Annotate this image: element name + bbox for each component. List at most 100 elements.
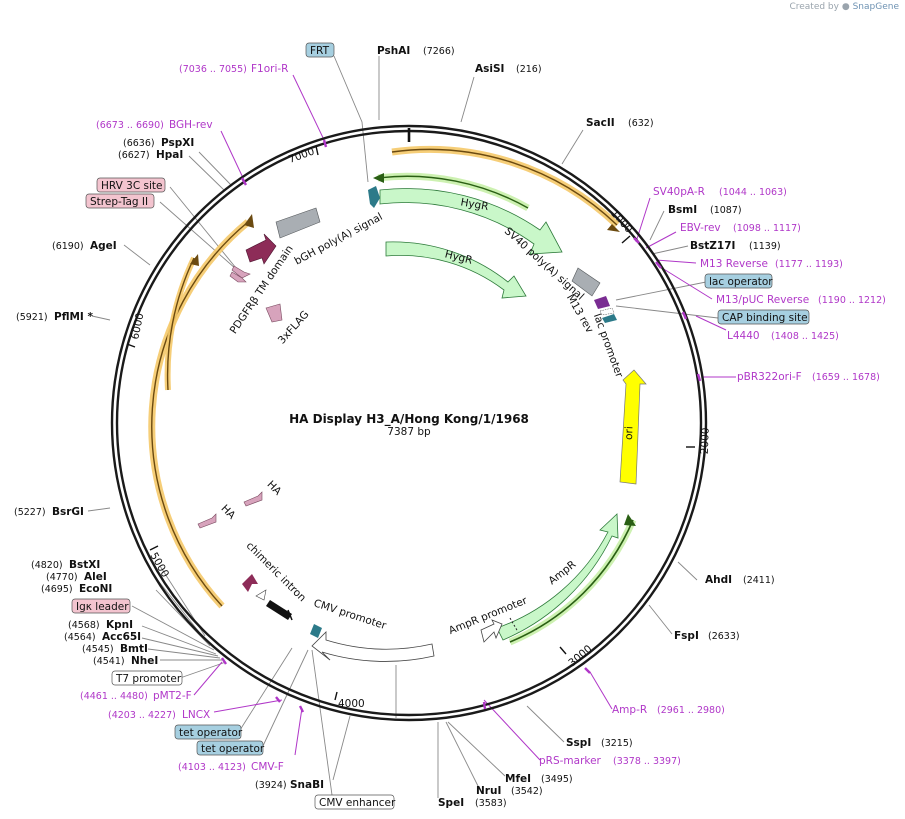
ampr-promoter-feature <box>480 619 503 643</box>
hygr-label-outer: HygR <box>460 196 490 213</box>
primer-amp-r: Amp-R <box>612 704 647 716</box>
primer-bgh-rev: BGH-rev <box>169 119 213 131</box>
site-mfei-pos: (3495) <box>541 774 573 785</box>
snapgene-logo-icon: ● <box>841 2 850 12</box>
cmv-promoter-feature <box>310 624 435 662</box>
site-bmti: BmtI <box>120 643 148 655</box>
plasmid-name: HA Display H3_A/Hong Kong/1/1968 <box>289 412 529 427</box>
primer-ebv-rev-pos: (1098 .. 1117) <box>733 223 801 234</box>
box-hrv-3c-site: HRV 3C site <box>101 180 162 192</box>
primer-cmv-f: CMV-F <box>251 761 284 773</box>
primer-pmt2-f: pMT2-F <box>153 690 192 702</box>
ampr-feature <box>496 513 619 641</box>
site-asisi: AsiSI <box>475 63 504 75</box>
chimeric-intron-feature <box>242 574 293 621</box>
credit-brand: SnapGene <box>852 2 899 12</box>
box-igk-leader: Igκ leader <box>76 601 129 613</box>
tick-5000: 5000 <box>147 551 171 580</box>
backbone <box>110 124 708 722</box>
box-lac-operator: lac operator <box>709 276 773 288</box>
pdgfr-feature <box>229 233 277 283</box>
restriction-sites: PshAI (7266) AsiSI (216) SacII (632) Bsm… <box>14 45 781 809</box>
site-alei-pos: (4770) <box>46 572 78 583</box>
box-strep-tag-ii: Strep-Tag II <box>90 196 148 208</box>
tick-7000: 7000 <box>287 145 316 165</box>
site-bsmi: BsmI <box>668 204 697 216</box>
site-bstz17i-pos: (1139) <box>749 241 781 252</box>
box-cmv-enhancer: CMV enhancer <box>319 797 396 809</box>
feature-boxes: FRT HRV 3C site Strep-Tag II lac operato… <box>71 42 810 810</box>
site-sacii: SacII <box>586 117 615 129</box>
primer-sv40pa-r-pos: (1044 .. 1063) <box>719 187 787 198</box>
site-agei-pos: (6190) <box>52 241 84 252</box>
hygr-feature-inner <box>385 241 527 299</box>
tick-6000: 6000 <box>129 312 146 341</box>
bgh-feature <box>275 207 321 239</box>
credit-prefix: Created by <box>789 2 839 12</box>
site-sspi-pos: (3215) <box>601 738 633 749</box>
primer-pbr322ori-f-pos: (1659 .. 1678) <box>812 372 880 383</box>
primer-m13-reverse-pos: (1177 .. 1193) <box>775 259 843 270</box>
box-tet-operator-1: tet operator <box>179 727 243 739</box>
site-mfei: MfeI <box>505 773 531 785</box>
cmv-promoter-label: CMV promoter <box>312 597 388 632</box>
plasmid-length: 7387 bp <box>387 426 431 438</box>
site-spei: SpeI <box>438 797 464 809</box>
hygr-feature-outer <box>379 188 563 255</box>
primer-cmv-f-pos: (4103 .. 4123) <box>178 762 246 773</box>
site-sacii-pos: (632) <box>628 118 654 129</box>
site-pspxi: PspXI <box>161 137 194 149</box>
site-pshai: PshAI <box>377 45 410 57</box>
label-leaders <box>87 55 719 798</box>
primer-lncx: LNCX <box>182 709 210 721</box>
site-nhei: NheI <box>131 655 158 667</box>
site-pflmi-pos: (5921) <box>16 312 48 323</box>
box-t7-promoter: T7 promoter <box>115 673 182 685</box>
box-tet-operator-2: tet operator <box>201 743 265 755</box>
site-bstxi-pos: (4820) <box>31 560 63 571</box>
site-sspi: SspI <box>566 737 591 749</box>
site-alei: AleI <box>84 571 107 583</box>
site-asisi-pos: (216) <box>516 64 542 75</box>
ha-features <box>197 491 263 529</box>
primer-amp-r-pos: (2961 .. 2980) <box>657 705 725 716</box>
tick-marks <box>126 145 695 701</box>
site-acc65i-pos: (4564) <box>64 632 96 643</box>
site-bsmi-pos: (1087) <box>710 205 742 216</box>
primer-bgh-rev-pos: (6673 .. 6690) <box>96 120 164 131</box>
lac-feature <box>594 296 617 323</box>
site-ahdi: AhdI <box>705 574 732 586</box>
ori-feature <box>619 369 647 485</box>
primer-sv40pa-r: SV40pA-R <box>653 186 705 198</box>
ha-label-1: HA <box>264 479 284 499</box>
primer-m13-reverse: M13 Reverse <box>700 258 768 270</box>
site-pflmi: PflMI * <box>54 311 93 323</box>
tick-2000: 2000 <box>699 427 712 454</box>
site-bsrgi-pos: (5227) <box>14 507 46 518</box>
box-cap-binding-site: CAP binding site <box>722 312 808 324</box>
sv40-feature <box>571 267 601 297</box>
flag-feature <box>265 303 283 323</box>
primer-prs-marker-pos: (3378 .. 3397) <box>613 756 681 767</box>
site-econi: EcoNI <box>79 583 112 595</box>
site-bmti-pos: (4545) <box>82 644 114 655</box>
site-snabi: SnaBI <box>290 779 324 791</box>
site-spei-pos: (3583) <box>475 798 507 809</box>
site-hpai-pos: (6627) <box>118 150 150 161</box>
primer-m13puc-reverse-pos: (1190 .. 1212) <box>818 295 886 306</box>
site-nrui-pos: (3542) <box>511 786 543 797</box>
primer-l4440-pos: (1408 .. 1425) <box>771 331 839 342</box>
primer-ebv-rev: EBV-rev <box>680 222 721 234</box>
box-frt: FRT <box>310 45 330 57</box>
site-pspxi-pos: (6636) <box>123 138 155 149</box>
site-bsrgi: BsrGI <box>52 506 84 518</box>
site-nrui: NruI <box>476 785 501 797</box>
primer-lncx-pos: (4203 .. 4227) <box>108 710 176 721</box>
orf-arcs <box>148 145 637 646</box>
primer-markers <box>221 139 702 713</box>
site-fspi-pos: (2633) <box>708 631 740 642</box>
snapgene-credit: Created by ● SnapGene <box>789 2 899 12</box>
site-agei: AgeI <box>90 240 117 252</box>
primer-f1ori-r: F1ori-R <box>251 63 288 75</box>
